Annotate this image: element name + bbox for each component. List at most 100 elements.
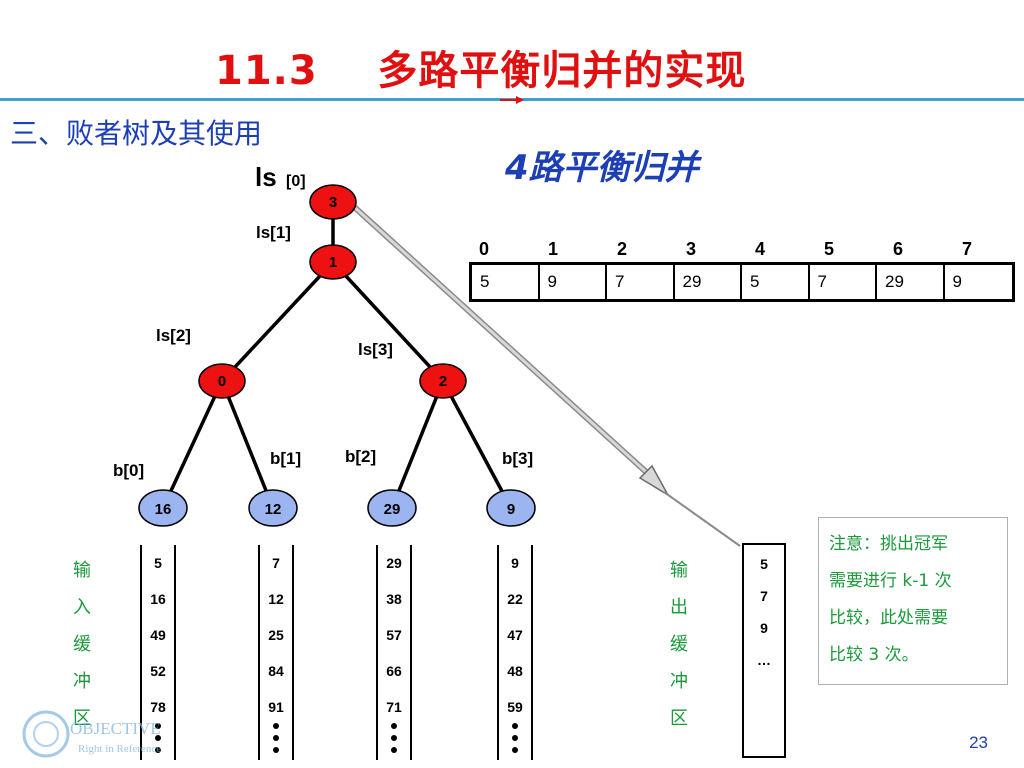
buffer-value: 38 <box>386 591 402 607</box>
tree-edges <box>161 203 513 509</box>
input-buffer-b1: 7 12 25 84 91 <box>258 545 294 760</box>
input-buffer-b3: 9 22 47 48 59 <box>497 545 533 760</box>
buffer-value: 59 <box>507 699 523 715</box>
buffer-value: 12 <box>268 591 284 607</box>
ls-array-table: 0 1 2 3 4 5 6 7 5 9 7 29 5 7 29 9 <box>469 236 1021 302</box>
leaf-node-b1: 12 <box>248 489 298 527</box>
buffer-value: 5 <box>154 555 162 571</box>
ls-array-index: 1 <box>548 239 559 259</box>
note-line: 比较，此处需要 <box>829 608 948 628</box>
buffer-value: 78 <box>150 699 166 715</box>
b0-label: b[0] <box>113 461 144 480</box>
input-buffer-label: 输 入 缓 冲 区 <box>70 552 94 737</box>
leaf-node-b2-value: 29 <box>384 501 401 518</box>
b1-label: b[1] <box>270 449 301 468</box>
tree-node-ls2-value: 0 <box>218 373 226 390</box>
ls-array-index: 0 <box>479 239 490 259</box>
leaf-node-b0: 16 <box>138 489 188 527</box>
ls2-label: ls[2] <box>156 326 191 345</box>
buffer-value: 9 <box>760 620 768 636</box>
ellipsis-icon <box>155 723 161 759</box>
b3-label: b[3] <box>502 449 533 468</box>
buffer-value: 52 <box>150 663 166 679</box>
input-buffer-label-char: 区 <box>73 708 91 729</box>
objective-logo: OBJECTIVE Right in Reference <box>22 710 161 758</box>
ls-root-index: [0] <box>286 173 306 190</box>
buffer-value: 25 <box>268 627 284 643</box>
buffer-value: 66 <box>386 663 402 679</box>
ls-array-index: 6 <box>893 239 904 259</box>
buffer-value: 9 <box>511 555 519 571</box>
ls-array-cell: 5 <box>742 265 810 299</box>
ls-array-cell: 5 <box>472 265 540 299</box>
tree-node-ls1-value: 1 <box>329 254 337 271</box>
ls-array-cell: 29 <box>877 265 945 299</box>
ls-array-cell: 29 <box>675 265 742 299</box>
ls-array-index: 7 <box>962 239 973 259</box>
note-line: 比较 3 次。 <box>829 645 919 665</box>
tree-node-ls3-value: 2 <box>439 373 447 390</box>
buffer-value: 57 <box>386 627 402 643</box>
buffer-value: 16 <box>150 591 166 607</box>
output-buffer-label-char: 出 <box>670 597 688 618</box>
tree-node-ls3: 2 <box>419 363 467 399</box>
input-buffer-label-char: 入 <box>73 597 91 618</box>
ls-array-cell: 7 <box>607 265 675 299</box>
ls-array-index-row: 0 1 2 3 4 5 6 7 <box>469 236 1021 262</box>
input-buffer-label-char: 缓 <box>73 634 91 655</box>
section-heading: 三、败者树及其使用 <box>10 117 263 150</box>
output-buffer-label-char: 缓 <box>670 634 688 655</box>
output-pointer-arrow <box>349 202 741 547</box>
small-arrow-icon <box>500 96 524 104</box>
buffer-value: 5 <box>760 556 768 572</box>
ls-array-value-row: 5 9 7 29 5 7 29 9 <box>469 262 1015 302</box>
tree-node-ls0-value: 3 <box>329 194 337 211</box>
leaf-node-b0-value: 16 <box>155 501 172 518</box>
buffer-value: 49 <box>150 627 166 643</box>
input-buffer-label-char: 输 <box>73 560 91 581</box>
input-buffer-b0: 5 16 49 52 78 <box>140 545 176 760</box>
buffer-value: 91 <box>268 699 284 715</box>
output-buffer-label-char: 输 <box>670 560 688 581</box>
buffer-value: 22 <box>507 591 523 607</box>
ls-array-cell: 9 <box>540 265 607 299</box>
buffer-value: 7 <box>760 588 768 604</box>
buffer-value: 7 <box>272 555 280 571</box>
note-line: 注意：挑出冠军 <box>829 534 948 554</box>
output-buffer-label-char: 冲 <box>670 671 688 692</box>
buffer-value: 48 <box>507 663 523 679</box>
ellipsis-icon <box>391 723 397 759</box>
page-number: 23 <box>969 733 988 752</box>
ellipsis-icon <box>273 723 279 759</box>
leaf-node-b2: 29 <box>367 489 417 527</box>
logo-text-bottom: Right in Reference <box>78 743 161 755</box>
leaf-node-b3: 9 <box>486 489 536 527</box>
input-buffer-label-char: 冲 <box>73 671 91 692</box>
buffer-value: 84 <box>268 663 284 679</box>
output-buffer-label-char: 区 <box>670 708 688 729</box>
ls1-label: ls[1] <box>256 223 291 242</box>
ls-array-index: 3 <box>686 239 697 259</box>
leaf-node-b1-value: 12 <box>265 501 282 518</box>
tree-node-ls2: 0 <box>198 363 246 399</box>
ls-root-label: ls <box>255 162 277 192</box>
tree-node-ls1: 1 <box>309 244 357 280</box>
ellipsis-icon <box>512 723 518 759</box>
ls-array-index: 4 <box>755 239 766 259</box>
ls-array-cell: 7 <box>810 265 877 299</box>
ls3-label: ls[3] <box>358 340 393 359</box>
logo-text-top: OBJECTIVE <box>70 719 161 738</box>
leaf-node-b3-value: 9 <box>507 501 515 518</box>
merge-caption: 4路平衡归并 <box>505 148 699 188</box>
ls-array-index: 5 <box>824 239 835 259</box>
ls-array-index: 2 <box>617 239 628 259</box>
input-buffer-b2: 29 38 57 66 71 <box>376 545 412 760</box>
buffer-value: 47 <box>507 627 523 643</box>
buffer-value: … <box>757 652 771 668</box>
slide-title: 11.3 多路平衡归并的实现 <box>215 48 747 94</box>
ls-array-cell: 9 <box>952 272 962 291</box>
output-buffer-label: 输 出 缓 冲 区 <box>667 552 691 737</box>
note-box: 注意：挑出冠军 需要进行 k-1 次 比较，此处需要 比较 3 次。 <box>818 517 1008 685</box>
buffer-value: 71 <box>386 699 402 715</box>
note-line: 需要进行 k-1 次 <box>829 571 952 591</box>
